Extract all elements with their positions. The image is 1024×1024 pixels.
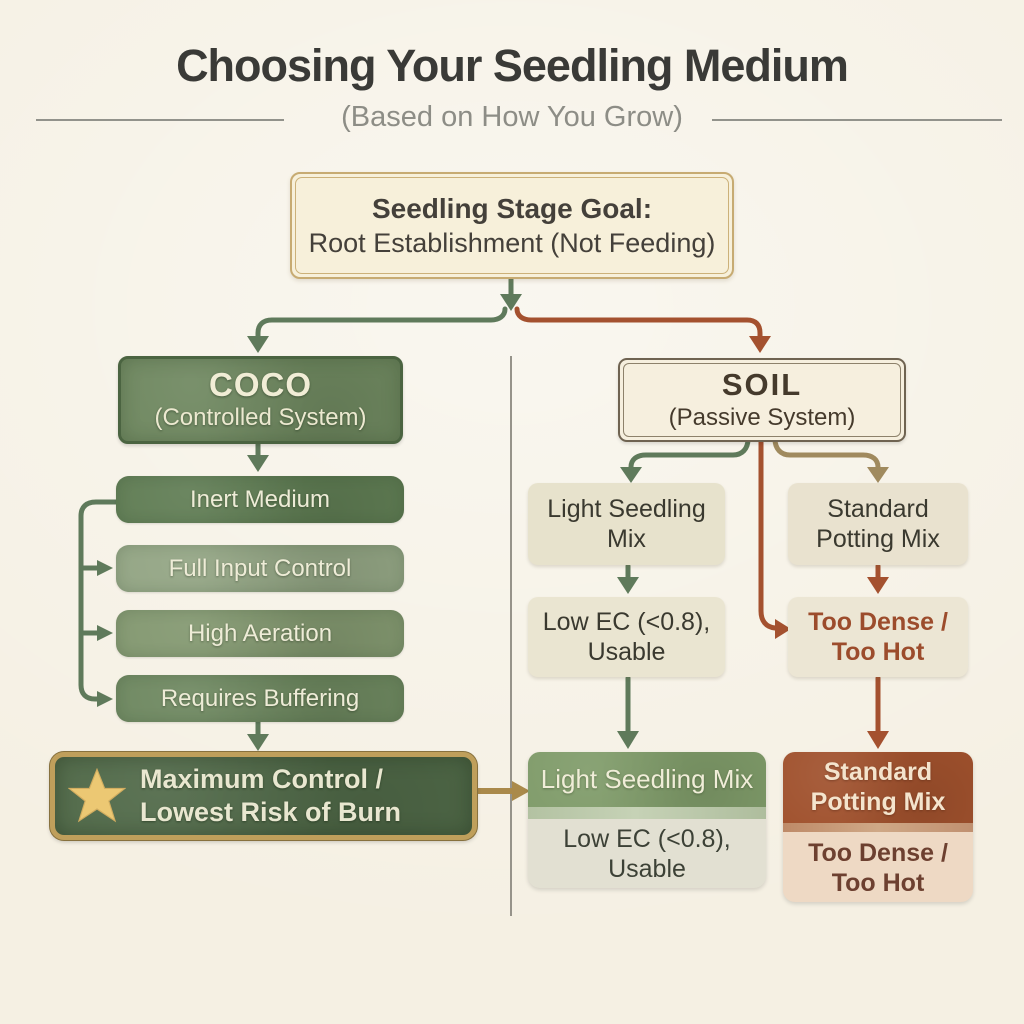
star-icon: [68, 768, 126, 823]
summary-box-light-seedling-mix: Light Seedling Mix Low EC (<0.8), Usable: [528, 752, 766, 888]
coco-header-box: COCO (Controlled System): [118, 356, 403, 444]
coco-outcome-box: Maximum Control / Lowest Risk of Burn: [50, 752, 477, 840]
tan-arrowhead: [867, 467, 889, 483]
goal-box: Seedling Stage Goal: Root Establishment …: [290, 172, 734, 279]
summary-box-standard-potting-mix: Standard Potting Mix Too Dense / Too Hot: [783, 752, 973, 902]
arrow-branch-soil: [514, 306, 763, 340]
soil-subtitle: (Passive System): [668, 403, 856, 431]
coco-trait-requires-buffering: Requires Buffering: [116, 675, 404, 722]
coco-subtitle: (Controlled System): [154, 404, 367, 431]
soil-header-box: SOIL (Passive System): [618, 358, 906, 442]
arrow-soil-to-standard: [772, 436, 881, 472]
arrow-soil-to-toodense: [758, 436, 780, 631]
too-dense-line1: Too Dense /: [808, 608, 948, 636]
soil-option-light-seedling-mix: Light Seedling Mix: [528, 483, 725, 565]
coco-title: COCO: [209, 366, 312, 403]
low-ec-line1: Low EC (<0.8),: [542, 608, 711, 636]
goal-box-inner: Seedling Stage Goal: Root Establishment …: [295, 177, 729, 274]
goal-heading: Seedling Stage Goal:: [371, 192, 653, 224]
arrow-soil-to-lightmix: [628, 436, 751, 472]
page-title: Choosing Your Seedling Medium: [176, 40, 849, 91]
coco-trait-full-input-control: Full Input Control: [116, 545, 404, 592]
page-subtitle: (Based on How You Grow): [341, 101, 683, 133]
summary-standard-line2: Potting Mix: [810, 787, 946, 816]
soil-title: SOIL: [721, 366, 803, 402]
summary-too-dense-line2: Too Hot: [831, 869, 925, 897]
soil-verdict-too-dense: Too Dense / Too Hot: [788, 597, 968, 677]
coco-outcome-line1: Maximum Control /: [140, 764, 384, 795]
soil-verdict-low-ec: Low EC (<0.8), Usable: [528, 597, 725, 677]
summary-standard-mix-verdict: Too Dense / Too Hot: [783, 832, 973, 898]
summary-too-dense-line1: Too Dense /: [808, 839, 948, 867]
subtitle-rule-left: [36, 119, 284, 121]
coco-trait-inert-medium: Inert Medium: [116, 476, 404, 523]
coco-outcome-line2: Lowest Risk of Burn: [140, 797, 402, 827]
coco-outcome-label: Maximum Control / Lowest Risk of Burn: [140, 763, 401, 829]
arrow-branch-coco: [255, 306, 508, 340]
light-mix-line1: Light Seedling: [547, 495, 706, 523]
too-dense-line2: Too Hot: [831, 638, 925, 666]
summary-light-mix-torn-edge: [528, 807, 766, 819]
summary-low-ec-line2: Usable: [608, 855, 686, 883]
bracket-coco-traits: [78, 499, 119, 702]
goal-body: Root Establishment (Not Feeding): [308, 227, 716, 258]
subtitle-rule-right: [712, 119, 1002, 121]
summary-low-ec-line1: Low EC (<0.8),: [563, 825, 731, 853]
low-ec-line2: Usable: [587, 638, 666, 666]
summary-standard-mix-torn-edge: [783, 823, 973, 832]
coco-trait-high-aeration: High Aeration: [116, 610, 404, 657]
standard-mix-line1: Standard: [827, 495, 929, 523]
summary-light-mix-verdict: Low EC (<0.8), Usable: [528, 819, 766, 884]
soil-header-inner: SOIL (Passive System): [623, 363, 901, 437]
summary-standard-mix-title: Standard Potting Mix: [783, 752, 973, 823]
summary-standard-line1: Standard: [823, 758, 933, 786]
light-mix-line2: Mix: [607, 525, 646, 553]
standard-mix-line2: Potting Mix: [816, 525, 940, 553]
soil-option-standard-potting-mix: Standard Potting Mix: [788, 483, 968, 565]
summary-light-mix-title: Light Seedling Mix: [528, 752, 766, 807]
